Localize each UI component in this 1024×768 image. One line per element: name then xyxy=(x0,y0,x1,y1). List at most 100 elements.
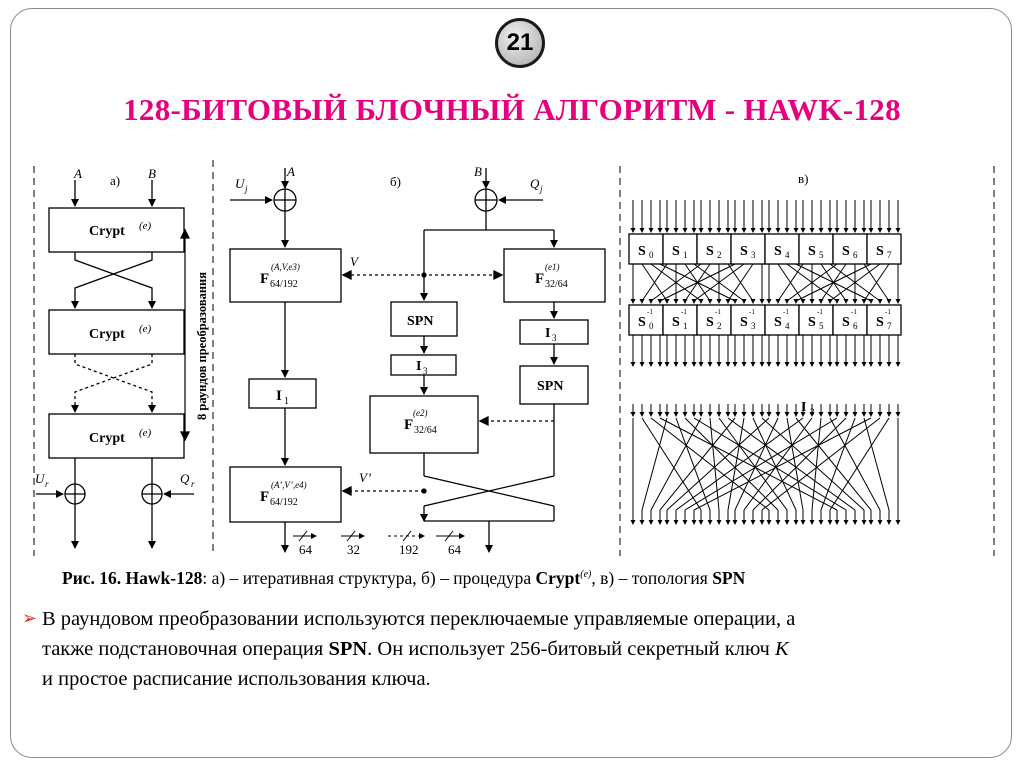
panel-b-input-b: B xyxy=(474,164,482,179)
panel-b: б) U j A B Q j F 64/192 (A,V,e3) F 32/64… xyxy=(229,164,606,557)
svg-text:32: 32 xyxy=(347,542,360,557)
vprime-label: V’ xyxy=(359,470,371,485)
svg-text:S: S xyxy=(672,244,680,259)
panel-a-label: а) xyxy=(110,173,120,188)
svg-text:S: S xyxy=(876,315,884,330)
crypt-3-label: Crypt xyxy=(89,431,125,446)
svg-text:64/192: 64/192 xyxy=(270,497,298,508)
svg-text:64: 64 xyxy=(299,542,313,557)
bullet-line-2a: также подстановочная операция xyxy=(42,638,329,660)
svg-text:1: 1 xyxy=(683,321,688,331)
panel-a-input-a: A xyxy=(73,166,82,181)
s-inv-box-5 xyxy=(798,304,834,336)
page-number: 21 xyxy=(506,29,534,56)
svg-text:S: S xyxy=(876,244,884,259)
crypt-3-sup: (e) xyxy=(139,427,152,439)
slide-frame xyxy=(10,8,1012,758)
bullet-line-1: В раундовом преобразовании используются … xyxy=(42,608,796,630)
svg-text:S: S xyxy=(706,244,714,259)
s-inv-box-2 xyxy=(696,304,732,336)
svg-text:-1: -1 xyxy=(715,308,721,316)
svg-text:I: I xyxy=(276,388,282,404)
svg-text:j: j xyxy=(244,184,248,194)
svg-text:32/64: 32/64 xyxy=(545,279,568,290)
svg-text:64/192: 64/192 xyxy=(270,279,298,290)
s-box-0 xyxy=(628,233,664,265)
panel-b-label: б) xyxy=(390,174,401,189)
svg-text:S: S xyxy=(842,244,850,259)
svg-text:2: 2 xyxy=(717,321,722,331)
s-box-2 xyxy=(696,233,732,265)
svg-text:S: S xyxy=(672,315,680,330)
panel-b-input-a: A xyxy=(286,164,295,179)
svg-text:S: S xyxy=(774,315,782,330)
i3-perm-label: I xyxy=(801,400,806,415)
svg-text:3: 3 xyxy=(751,321,756,331)
f64-block-1 xyxy=(229,248,342,303)
svg-text:I: I xyxy=(416,359,421,374)
caption-part1: : а) – итеративная структура, б) – проце… xyxy=(202,568,536,588)
svg-text:(e1): (e1) xyxy=(545,262,560,272)
svg-text:-1: -1 xyxy=(817,308,823,316)
v-label: V xyxy=(350,254,360,269)
svg-text:(A’,V’,e4): (A’,V’,e4) xyxy=(271,480,307,490)
svg-text:S: S xyxy=(638,315,646,330)
crypt-2-sup: (e) xyxy=(139,323,152,335)
page-number-badge: 21 xyxy=(495,18,545,68)
crypt-2-label: Crypt xyxy=(89,327,125,342)
svg-text:4: 4 xyxy=(785,250,790,260)
svg-text:-1: -1 xyxy=(851,308,857,316)
svg-text:3: 3 xyxy=(751,250,756,260)
bullet-text: В раундовом преобразовании используются … xyxy=(42,604,997,694)
svg-text:3: 3 xyxy=(810,407,815,417)
bullet-spn: SPN xyxy=(328,638,368,660)
crypt-1-sup: (e) xyxy=(139,220,152,232)
svg-text:j: j xyxy=(539,184,543,194)
slide-title: 128-БИТОВЫЙ БЛОЧНЫЙ АЛГОРИТМ - HAWK-128 xyxy=(123,92,901,127)
bullet-arrow-icon: ➢ xyxy=(22,608,38,629)
svg-text:S: S xyxy=(740,315,748,330)
panel-a-input-b: B xyxy=(148,166,156,181)
svg-text:-1: -1 xyxy=(783,308,789,316)
svg-text:64: 64 xyxy=(448,542,462,557)
svg-text:S: S xyxy=(706,315,714,330)
svg-text:F: F xyxy=(260,271,269,287)
svg-text:r: r xyxy=(191,479,195,489)
i1-block xyxy=(248,378,317,409)
svg-text:192: 192 xyxy=(399,542,419,557)
svg-text:2: 2 xyxy=(717,250,722,260)
key-ur: U xyxy=(35,471,46,486)
panel-b-key-uj: U xyxy=(235,176,246,191)
svg-text:S: S xyxy=(774,244,782,259)
svg-text:1: 1 xyxy=(284,396,289,407)
s-box-1 xyxy=(662,233,698,265)
bullet-line-2: также подстановочная операция SPN. Он ис… xyxy=(42,634,997,664)
f32-block-1 xyxy=(503,248,606,303)
key-qr: Q xyxy=(180,471,190,486)
svg-text:F: F xyxy=(404,417,413,433)
svg-text:0: 0 xyxy=(649,250,654,260)
svg-text:6: 6 xyxy=(853,250,858,260)
svg-text:I: I xyxy=(545,326,550,341)
crypt-1-label: Crypt xyxy=(89,224,125,239)
svg-text:S: S xyxy=(808,244,816,259)
panel-b-key-qj: Q xyxy=(530,176,540,191)
crypt-block-2 xyxy=(48,309,185,355)
s-box-6 xyxy=(832,233,868,265)
figure-caption: Рис. 16. Hawk-128: а) – итеративная стру… xyxy=(62,568,962,589)
svg-text:-1: -1 xyxy=(647,308,653,316)
bullet-line-2b: . Он использует 256-битовый секретный кл… xyxy=(367,638,775,660)
s-inv-box-1 xyxy=(662,304,698,336)
svg-text:(A,V,e3): (A,V,e3) xyxy=(271,262,300,272)
svg-text:-1: -1 xyxy=(749,308,755,316)
svg-text:5: 5 xyxy=(819,321,824,331)
svg-text:(e2): (e2) xyxy=(413,408,428,418)
s-box-5 xyxy=(798,233,834,265)
figure-hawk128: а) A B Crypt (e) Crypt (e) Crypt (e) 8 р… xyxy=(28,158,996,565)
s-inv-box-6 xyxy=(832,304,868,336)
svg-text:S: S xyxy=(740,244,748,259)
bullet-key-k: K xyxy=(774,638,789,660)
svg-text:6: 6 xyxy=(853,321,858,331)
s-box-4 xyxy=(764,233,800,265)
svg-text:SPN: SPN xyxy=(537,379,563,394)
